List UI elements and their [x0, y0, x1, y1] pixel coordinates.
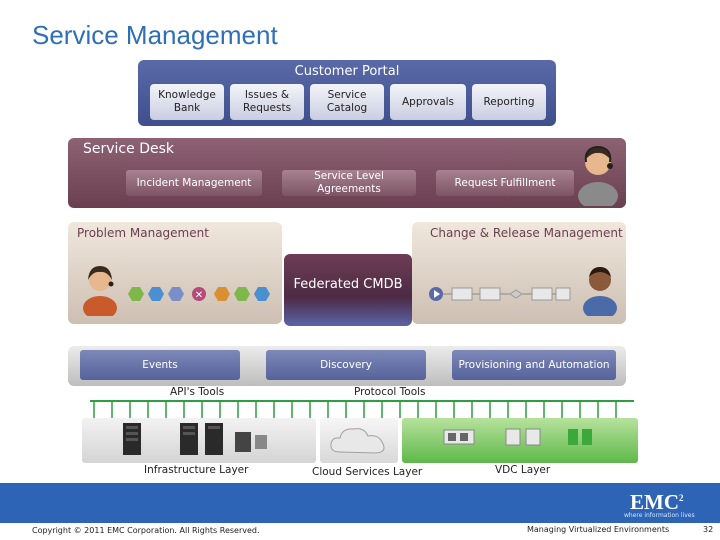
desk-tab-incident-management: Incident Management: [126, 170, 262, 196]
copyright-text: Copyright © 2011 EMC Corporation. All Ri…: [32, 526, 260, 535]
band-tab-discovery: Discovery: [266, 350, 426, 380]
change-workflow-icon: [429, 287, 571, 301]
emc-logo: EMC2: [630, 490, 684, 514]
cloud-icon: [330, 428, 385, 454]
band-tab-provisioning-automation: Provisioning and Automation: [452, 350, 616, 380]
band-tab-events: Events: [80, 350, 240, 380]
portal-tab-issues-requests: Issues & Requests: [230, 84, 304, 120]
service-desk-title: Service Desk: [83, 141, 174, 157]
api-tools-label: API's Tools: [170, 386, 225, 398]
federated-cmdb-label: Federated CMDB: [293, 277, 403, 292]
network-bus: [90, 400, 634, 418]
federated-cmdb: [284, 254, 412, 326]
desk-tab-request-fulfillment: Request Fulfillment: [436, 170, 574, 196]
server-rack-icon: [123, 423, 267, 455]
footer-band: [0, 483, 720, 523]
desk-tab-service-level-agreements: Service Level Agreements: [282, 170, 416, 196]
portal-tab-knowledge-bank: Knowledge Bank: [150, 84, 224, 120]
vdc-servers-icon: [443, 428, 592, 446]
portal-tab-service-catalog: Service Catalog: [310, 84, 384, 120]
course-title: Managing Virtualized Environments: [527, 525, 670, 534]
protocol-tools-label: Protocol Tools: [354, 386, 426, 398]
service-desk-agent-icon: [578, 145, 618, 206]
change-agent-icon: [583, 267, 617, 316]
svg-text:✕: ✕: [195, 290, 203, 301]
cloud-layer-label: Cloud Services Layer: [312, 466, 423, 478]
infrastructure-layer-label: Infrastructure Layer: [144, 464, 249, 476]
vdc-layer-label: VDC Layer: [495, 464, 551, 476]
infrastructure-layer-box: [82, 418, 316, 463]
slide-title: Service Management: [32, 20, 278, 50]
change-release-label: Change & Release Management: [430, 226, 623, 240]
customer-portal-title: Customer Portal: [294, 64, 400, 79]
portal-tab-reporting: Reporting: [472, 84, 546, 120]
emc-tagline: where information lives: [624, 512, 695, 519]
problem-workflow-icon: ✕: [128, 287, 270, 301]
page-number: 32: [703, 525, 714, 534]
portal-tab-approvals: Approvals: [390, 84, 466, 120]
problem-management-label: Problem Management: [77, 226, 209, 240]
problem-agent-icon: [83, 266, 117, 316]
